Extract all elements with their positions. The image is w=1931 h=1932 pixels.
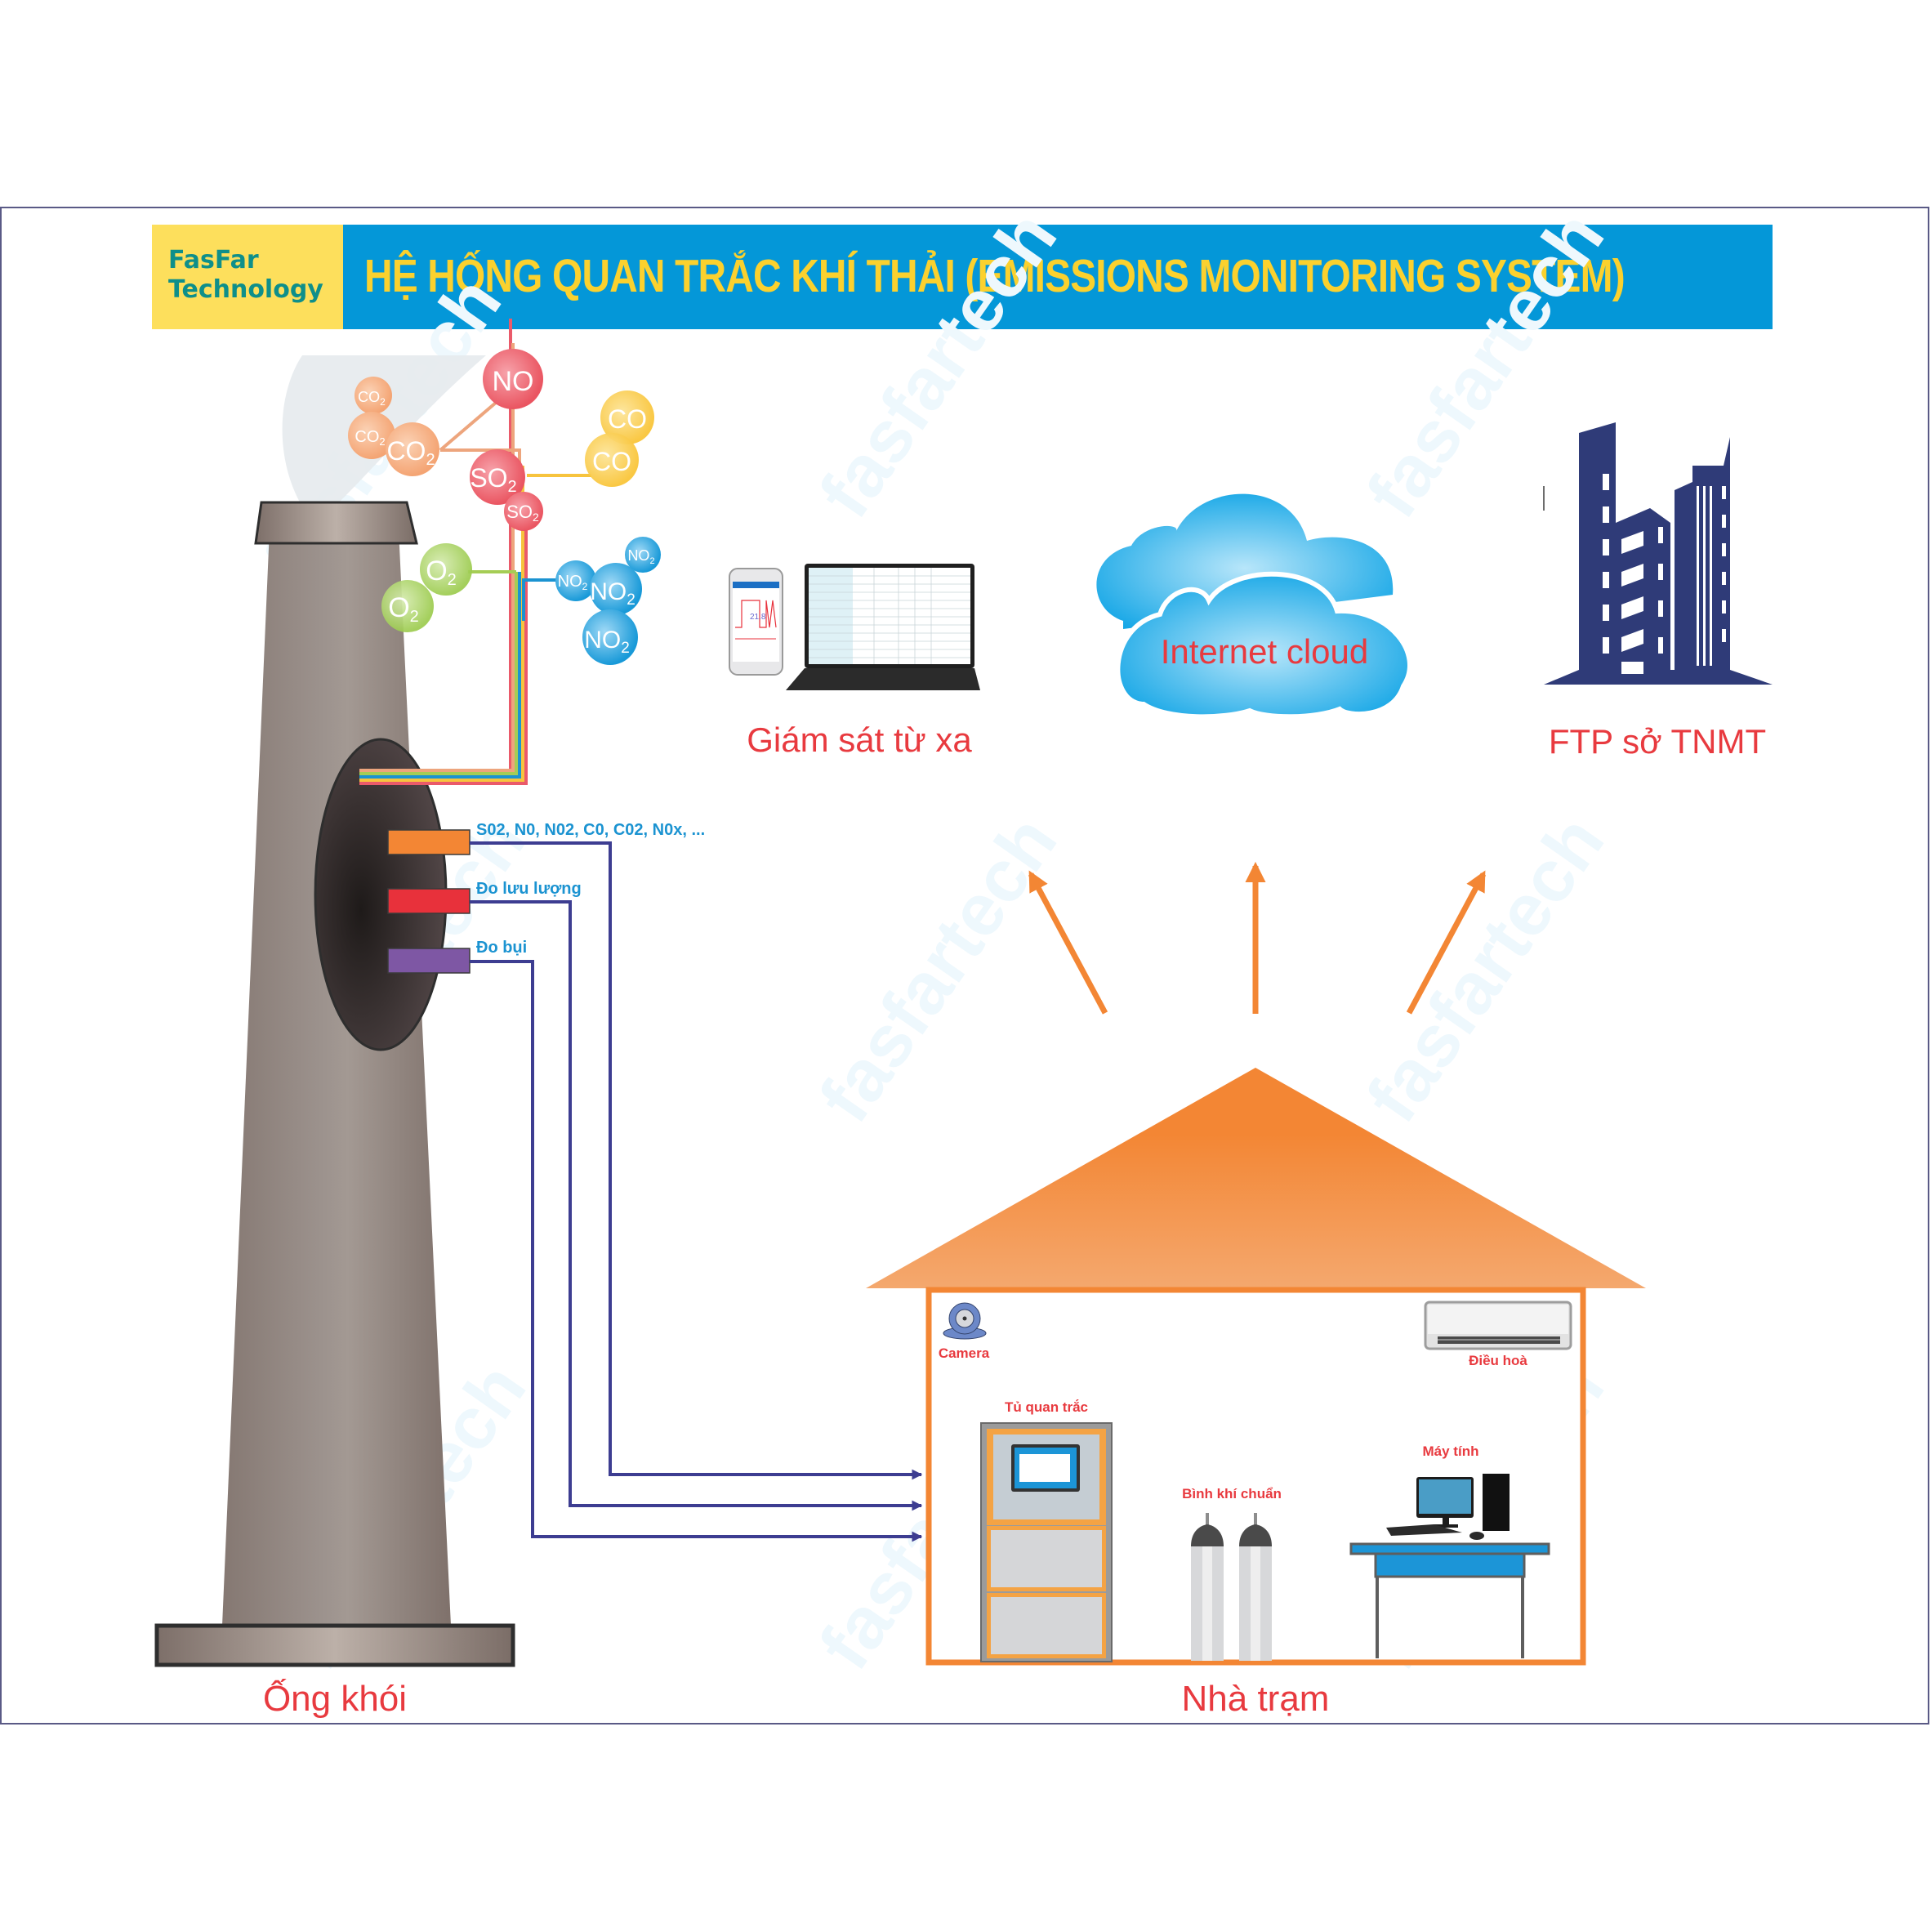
dust-signal-line [470,960,923,1542]
svg-text:NO2: NO2 [558,573,588,592]
chimney-body [222,529,451,1626]
cloud-label: Internet cloud [1161,632,1369,671]
page-title: HỆ HỐNG QUAN TRẮC KHÍ THẢI (EMISSIONS MO… [364,250,1626,302]
gas-signal-line [470,841,923,1480]
diagram-frame [0,207,1929,1725]
arrow-to-remote-monitoring [1028,870,1108,1015]
chimney-base [154,1623,515,1667]
svg-text:NO2: NO2 [627,547,654,566]
svg-text:CO: CO [592,447,631,476]
air-conditioner-label: Điều hoà [1469,1353,1527,1368]
sensor-label-flow: Đo lưu lượng [476,880,582,898]
no2-molecule: NO2 NO2 NO2 NO2 [555,537,661,665]
gas-molecules: NO SO2 SO2 CO2 CO2 CO2 CO CO [348,349,661,665]
svg-text:NO2: NO2 [590,578,635,609]
gas-analyzer-probe [387,829,470,855]
computer-desk [1349,1542,1550,1658]
station-house: Camera Điều hoà Tủ quan trắc [866,1068,1646,1666]
camera-label: Camera [939,1345,990,1361]
watermark-text: fasfartech [804,198,1073,533]
svg-text:NO2: NO2 [584,627,630,657]
air-conditioner-icon [1424,1301,1572,1350]
dust-meter-probe [387,948,470,974]
ftp-building-icon: FTP sở TNMT [1543,422,1773,761]
arrow-to-ftp [1406,870,1487,1015]
laptop-icon [786,564,980,690]
cloud-front-shape [1115,571,1412,720]
upload-arrows [1028,861,1487,1015]
computer-icon [1386,1474,1510,1540]
watermark-text: fasfartech [804,802,1073,1137]
chimney-cap [254,501,418,545]
flow-signal-line [470,900,923,1511]
remote-monitoring-devices: 21.8 Giám sát từ xa [729,564,980,759]
svg-text:SO2: SO2 [506,502,539,524]
monitoring-cabinet [980,1422,1113,1662]
watermark-text: fasfartech [1351,802,1620,1137]
so2-molecule: SO2 SO2 [470,449,543,531]
no-molecule: NO [483,349,543,409]
co-molecule: CO CO [585,390,654,487]
svg-text:CO2: CO2 [355,428,385,448]
svg-text:O2: O2 [426,556,457,589]
logo-text: FasFar Technology [168,246,323,305]
remote-monitoring-label: Giám sát từ xa [747,721,972,759]
sensor-label-dust: Đo bụi [476,939,527,957]
svg-text:CO2: CO2 [386,436,435,469]
cabinet-label: Tủ quan trắc [1005,1399,1088,1415]
svg-text:21.8: 21.8 [750,613,766,622]
station-roof [866,1068,1646,1288]
gas-cylinders-label: Bình khí chuẩn [1182,1486,1282,1501]
flow-meter-probe [387,888,470,914]
ftp-label: FTP sở TNMT [1549,722,1766,761]
sensor-label-gas: S02, N0, N02, C0, C02, N0x, ... [476,821,705,839]
svg-text:SO2: SO2 [470,463,516,496]
camera-icon [943,1302,987,1340]
gas-cylinders-icon [1191,1513,1272,1661]
chimney-label: Ống khói [263,1677,407,1719]
company-logo: FasFar Technology [152,225,343,329]
signal-lines [470,841,923,1542]
chimney [154,501,515,1667]
co2-molecule: CO2 CO2 CO2 [348,377,439,476]
svg-text:CO2: CO2 [358,389,386,408]
logo-line-2: Technology [168,275,323,304]
computer-label: Máy tính [1423,1443,1479,1459]
sensors: S02, N0, N02, C0, C02, N0x, ... Đo lưu l… [387,821,705,974]
svg-text:NO: NO [493,366,534,397]
internet-cloud: Internet cloud [1096,493,1412,720]
o2-molecule: O2 O2 [381,543,472,632]
svg-text:CO: CO [608,404,647,434]
title-banner: HỆ HỐNG QUAN TRẮC KHÍ THẢI (EMISSIONS MO… [343,225,1773,329]
logo-line-1: FasFar [168,246,259,274]
svg-text:O2: O2 [388,592,419,626]
smartphone-icon: 21.8 [729,568,783,676]
station-label: Nhà trạm [1182,1679,1330,1719]
